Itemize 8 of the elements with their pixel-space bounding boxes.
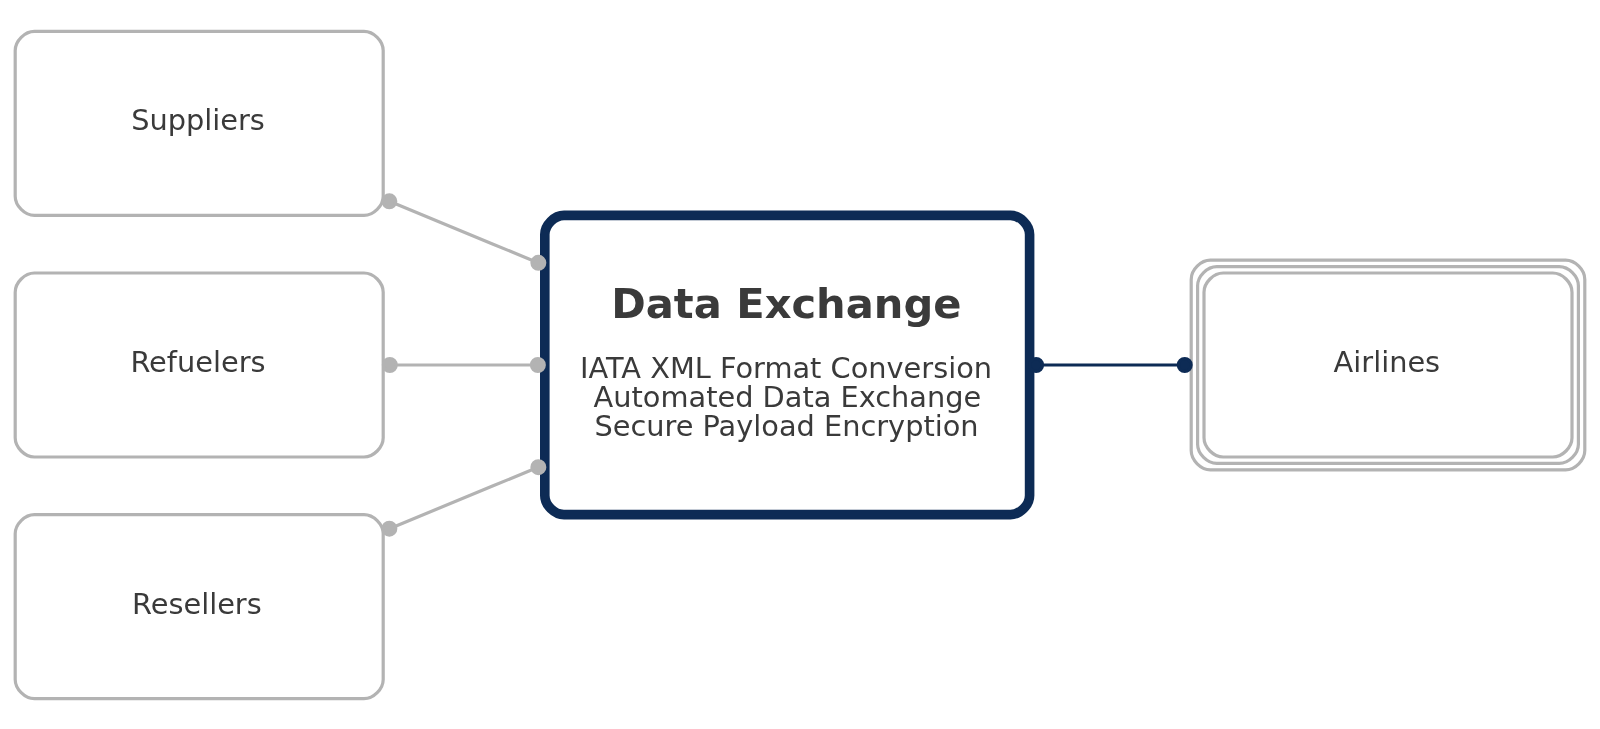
connector	[381, 192, 547, 271]
node-box: Resellers	[13, 512, 385, 700]
node-box: Suppliers	[13, 29, 385, 217]
node-box: Data Exchange IATA XML Format Conversion Automated Data Exchange Secure Payload Encryption	[540, 210, 1035, 519]
connector	[381, 356, 546, 373]
node-box: Airlines	[1189, 258, 1587, 471]
node-box: Refuelers	[13, 270, 385, 459]
connector	[381, 458, 547, 537]
